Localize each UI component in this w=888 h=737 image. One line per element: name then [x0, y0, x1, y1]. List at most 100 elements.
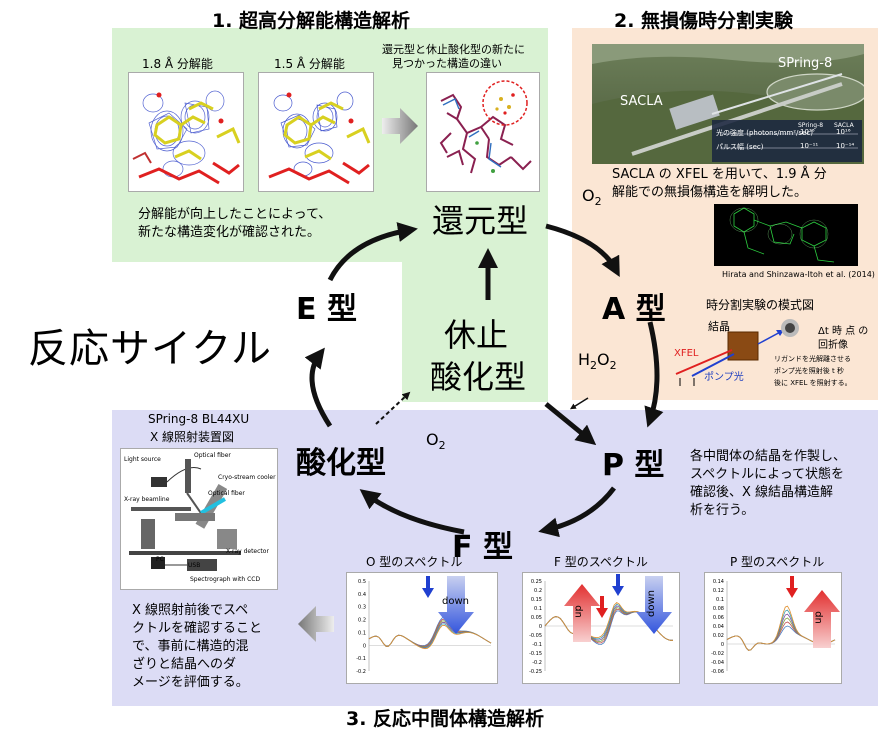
- spectrum-ytick-label: 0.3: [358, 605, 366, 611]
- state-reduced: 還元型: [432, 202, 529, 240]
- spectrum-title-O: O 型のスペクトル: [366, 555, 463, 569]
- photo-label-spring8: SPring-8: [778, 56, 833, 71]
- spectrum-ytick-label: 0.25: [531, 579, 542, 585]
- label-15A: 1.5 Å 分解能: [274, 57, 345, 71]
- apparatus-pc: PC: [156, 556, 164, 563]
- section2-title: 2. 無損傷時分割実験: [614, 10, 794, 32]
- label-xfel: XFEL: [674, 348, 699, 359]
- down-label-O: down: [442, 596, 469, 607]
- grey-arrow-right: [382, 108, 418, 144]
- table-row2-val: 10⁻¹¹: [800, 142, 819, 150]
- spectrum-title-P: P 型のスペクトル: [730, 555, 825, 569]
- spectrum-ytick-label: 0.08: [713, 606, 724, 612]
- marker-arrow-F-red: [596, 596, 608, 618]
- density-map-15A: [258, 72, 374, 192]
- spectrum-ytick-label: 0.1: [358, 630, 366, 636]
- apparatus-spectrograph: Spectrograph with CCD: [190, 576, 261, 583]
- section3-right-caption-0: 各中間体の結晶を作製し、: [690, 449, 847, 464]
- section2-caption-line1: SACLA の XFEL を用いて、1.9 Å 分: [612, 167, 827, 182]
- section3-right-caption-3: 析を行う。: [690, 503, 755, 518]
- section3-title: 3. 反応中間体構造解析: [346, 708, 545, 730]
- spectrum-ytick-label: 0.05: [531, 615, 542, 621]
- o2-label-bottom: O2: [426, 430, 446, 453]
- beamline-label-line2: X 線照射装置図: [150, 430, 235, 444]
- state-oxidized: 酸化型: [296, 446, 386, 481]
- table-header-spring8: SPring-8: [798, 122, 824, 129]
- spectrum-ytick-label: -0.06: [711, 669, 724, 675]
- state-A: A 型: [602, 292, 666, 327]
- table-row1-label: 光の強度 (photons/mm²/sec): [716, 129, 813, 137]
- schematic-note-line3: 後に XFEL を照射する。: [774, 379, 852, 387]
- section1-title: 1. 超高分解能構造解析: [212, 10, 411, 32]
- section3-left-caption-4: メージを評価する。: [132, 675, 249, 690]
- spectrum-ytick-label: -0.1: [356, 656, 366, 662]
- spectrum-ytick-label: 0: [363, 643, 366, 649]
- table-row2-label: パルス幅 (sec): [716, 143, 764, 151]
- cycle-title: 反応サイクル: [28, 326, 272, 372]
- spectrum-ytick-label: -0.15: [529, 651, 542, 657]
- spectrum-ytick-label: 0.5: [358, 579, 366, 585]
- spectrum-ytick-label: 0.06: [713, 615, 724, 621]
- section2-caption-line2: 解能での無損傷構造を解明した。: [612, 185, 808, 200]
- time-resolved-schematic: [675, 319, 799, 386]
- schematic-note-line1: リガンドを光解離させる: [774, 355, 851, 363]
- schematic-note-line2: ポンプ光を照射後 t 秒: [774, 367, 844, 375]
- apparatus-optical-fiber1: Optical fiber: [194, 452, 231, 459]
- apparatus-cryo: Cryo-stream cooler: [218, 474, 276, 481]
- section3-right-caption-1: スペクトルによって状態を: [690, 467, 845, 482]
- spectrum-ytick-label: -0.02: [711, 651, 724, 657]
- section1-caption-line2: 新たな構造変化が確認された。: [138, 225, 321, 240]
- section1-caption-line1: 分解能が向上したことによって、: [138, 207, 332, 222]
- beamline-label-line1: SPring-8 BL44XU: [148, 412, 250, 426]
- spectrum-ytick-label: 0: [721, 642, 724, 648]
- spectrum-ytick-label: 0.1: [716, 597, 724, 603]
- label-dt-line1: Δt 時 点 の: [818, 326, 869, 337]
- state-E: E 型: [296, 292, 357, 327]
- spectrum-ytick-label: -0.2: [532, 660, 542, 666]
- spectrum-ytick-label: 0: [539, 624, 542, 630]
- section3-right-caption-2: 確認後、X 線結晶構造解: [690, 485, 834, 500]
- up-arrow-P: [804, 590, 840, 648]
- down-label-F: down: [645, 590, 657, 617]
- apparatus-xray-detector: X-ray detector: [226, 548, 269, 555]
- section3-left-caption-3: ざりと結晶へのダ: [132, 657, 237, 672]
- citation: Hirata and Shinzawa-Itoh et al. (2014): [722, 270, 875, 279]
- spectrum-ytick-label: 0.15: [531, 597, 542, 603]
- spectrum-ytick-label: 0.02: [713, 633, 724, 639]
- spectrum-ytick-label: 0.12: [713, 588, 724, 594]
- table-row2-val2: 10⁻¹⁴: [836, 142, 855, 150]
- facility-aerial-photo: [592, 44, 864, 164]
- apparatus-xray-beamline: X-ray beamline: [124, 496, 170, 503]
- photo-label-sacla: SACLA: [620, 94, 663, 109]
- spectrum-ytick-label: 0.4: [358, 592, 366, 598]
- section3-left-caption-0: X 線照射前後でスペ: [132, 603, 249, 618]
- up-arrow-F: [564, 584, 600, 642]
- up-label-F: up: [572, 605, 584, 618]
- spectrum-series-line: [368, 624, 492, 650]
- down-arrow-O: [438, 576, 474, 634]
- spectrum-ytick-label: 0.2: [534, 588, 542, 594]
- schematic-title: 時分割実験の模式図: [706, 298, 815, 312]
- spectrum-ytick-label: -0.2: [356, 669, 366, 675]
- state-P: P 型: [602, 448, 665, 483]
- apparatus-usb: USB: [188, 562, 201, 569]
- o2-label-top: O2: [582, 186, 602, 209]
- label-dt-line2: 回折像: [818, 340, 848, 351]
- state-F: F 型: [452, 530, 513, 565]
- grey-arrow-left: [298, 606, 334, 642]
- spectrum-ytick-label: -0.04: [711, 660, 724, 666]
- spectrum-ytick-label: 0.14: [713, 579, 724, 585]
- state-resting-line2: 酸化型: [430, 358, 527, 396]
- xray-apparatus-diagram: [120, 448, 278, 590]
- section3-left-caption-2: で、事前に構造的混: [132, 639, 249, 654]
- table-row1-val2: 10¹⁶: [836, 128, 851, 136]
- marker-arrow-F-blue: [612, 574, 624, 596]
- table-row1-val: 10¹⁶: [800, 128, 815, 136]
- panel-resting-column: [402, 262, 548, 402]
- spectrum-ytick-label: -0.05: [529, 633, 542, 639]
- table-header-sacla: SACLA: [834, 122, 854, 129]
- apparatus-light-source: Light source: [124, 456, 161, 463]
- section3-left-caption-1: クトルを確認すること: [132, 621, 263, 636]
